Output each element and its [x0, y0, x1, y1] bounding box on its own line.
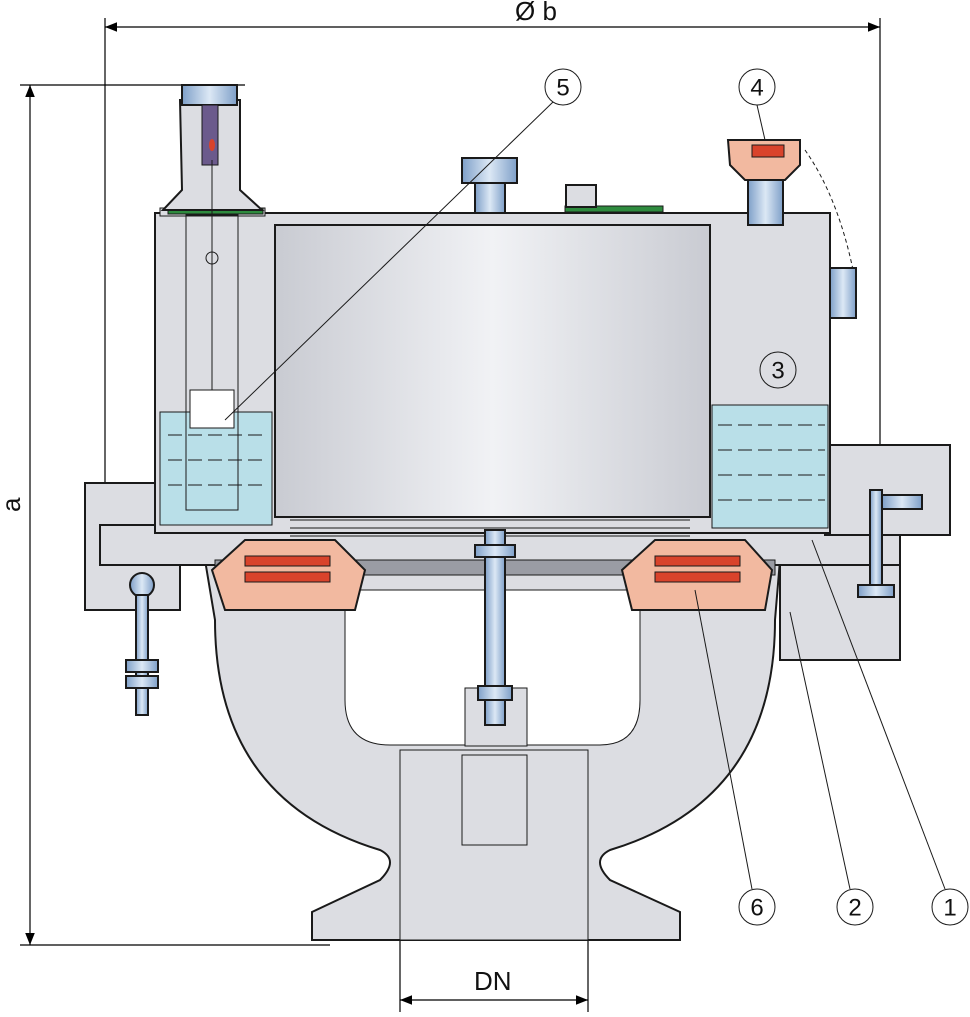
callout-5: 5	[544, 68, 582, 106]
height-a-label: a	[0, 497, 26, 512]
dimension-dn: DN	[399, 940, 589, 1012]
dimension-diameter-b: Ø b	[104, 0, 881, 482]
svg-text:2: 2	[848, 895, 861, 922]
bell-cylinder	[274, 224, 711, 518]
svg-text:4: 4	[750, 75, 763, 102]
svg-text:6: 6	[750, 895, 763, 922]
diameter-b-label: Ø b	[515, 0, 557, 26]
callout-1: 1	[931, 888, 969, 926]
fill-cap	[726, 139, 857, 319]
leader-lines	[224, 101, 946, 890]
callout-6: 6	[738, 888, 776, 926]
flame-arrester-left	[210, 539, 367, 611]
svg-text:1: 1	[943, 895, 956, 922]
liquid-left	[159, 411, 273, 526]
callout-3: 3	[759, 351, 797, 389]
level-gauge	[160, 84, 265, 511]
flame-arrester-right	[620, 539, 774, 611]
eye-bolt	[125, 572, 159, 716]
svg-text:3: 3	[771, 358, 784, 385]
drain-pipe	[857, 489, 923, 598]
callout-4: 4	[738, 68, 776, 106]
dn-label: DN	[474, 966, 512, 996]
liquid-surface-lines	[168, 424, 825, 501]
liquid-right	[711, 404, 829, 529]
valve-lower-body	[203, 559, 782, 941]
callout-2: 2	[836, 888, 874, 926]
svg-text:5: 5	[556, 75, 569, 102]
center-bolt	[461, 157, 597, 726]
